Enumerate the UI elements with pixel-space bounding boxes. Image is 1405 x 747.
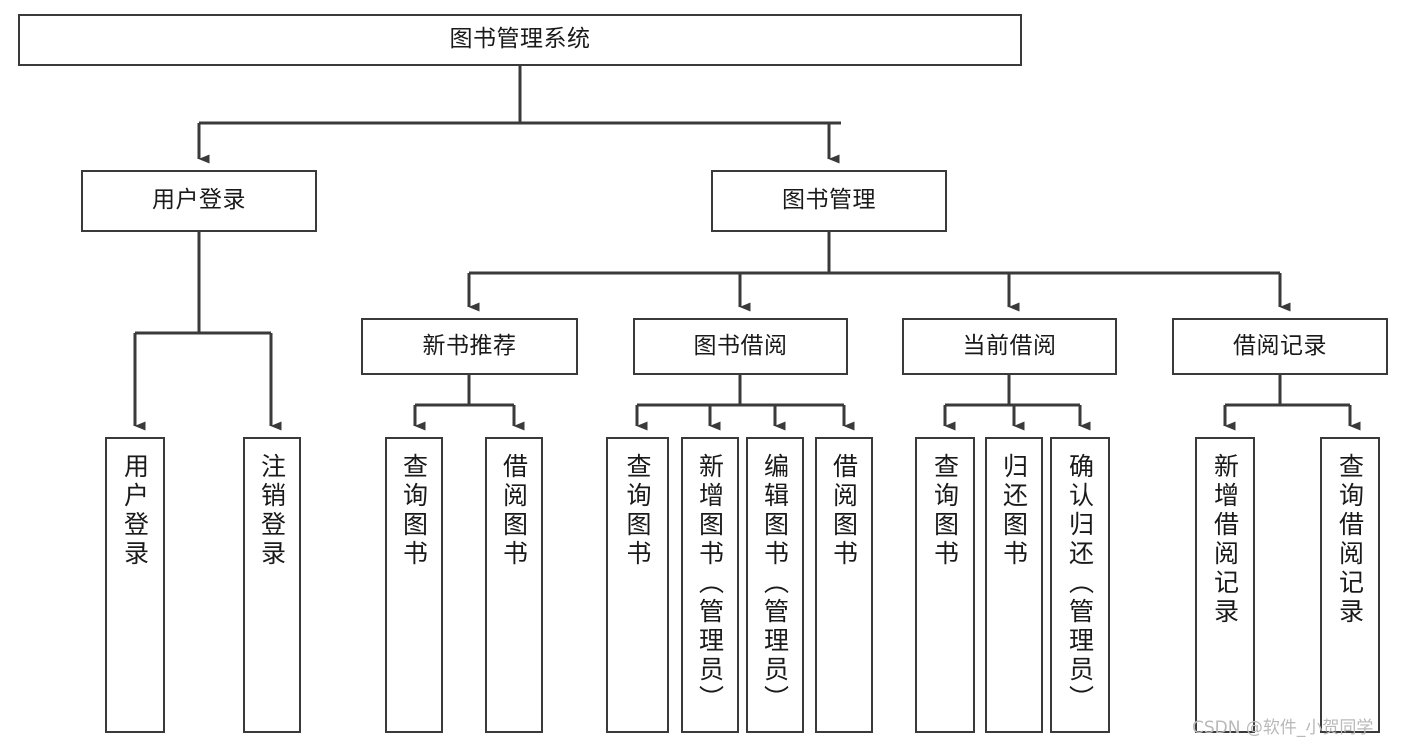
node-label: 新增图书（管理员） [695, 453, 725, 714]
node-label: 查询图书 [399, 453, 429, 569]
node-label: 确认归还（管理员） [1065, 453, 1095, 714]
node-book-management[interactable]: 图书管理 [711, 170, 947, 232]
node-label: 新书推荐 [422, 332, 517, 359]
node-user-login[interactable]: 用户登录 [81, 170, 317, 232]
node-leaf-return-book[interactable]: 归还图书 [985, 437, 1043, 733]
node-label: 查询借阅记录 [1335, 453, 1365, 627]
node-leaf-user-login[interactable]: 用户登录 [105, 437, 165, 733]
node-label: 查询图书 [623, 453, 652, 569]
node-label: 用户登录 [120, 453, 150, 569]
node-leaf-add-borrow-record[interactable]: 新增借阅记录 [1195, 437, 1255, 733]
node-label: 图书管理 [782, 187, 876, 214]
node-leaf-borrow-book-1[interactable]: 借阅图书 [485, 437, 543, 733]
node-new-book-recommend[interactable]: 新书推荐 [361, 318, 578, 375]
watermark-text: CSDN @软件_小贺同学 [1192, 718, 1374, 738]
node-label: 图书借阅 [693, 332, 788, 359]
node-label: 新增借阅记录 [1210, 453, 1240, 627]
node-borrow-record[interactable]: 借阅记录 [1172, 318, 1388, 375]
node-book-borrow[interactable]: 图书借阅 [633, 318, 848, 375]
node-leaf-edit-book-admin[interactable]: 编辑图书（管理员） [746, 437, 804, 733]
node-label: 当前借阅 [962, 332, 1057, 359]
node-label: 借阅图书 [829, 453, 859, 569]
node-label: 图书管理系统 [449, 26, 591, 53]
node-leaf-logout[interactable]: 注销登录 [243, 437, 301, 733]
node-leaf-borrow-book-2[interactable]: 借阅图书 [815, 437, 873, 733]
node-leaf-query-book-2[interactable]: 查询图书 [606, 437, 669, 733]
node-leaf-query-book-3[interactable]: 查询图书 [915, 437, 975, 733]
node-label: 查询图书 [930, 453, 960, 569]
node-label: 注销登录 [257, 453, 287, 569]
node-label: 编辑图书（管理员） [760, 453, 790, 714]
node-leaf-query-book-1[interactable]: 查询图书 [385, 437, 443, 733]
node-label: 用户登录 [152, 187, 246, 214]
node-leaf-query-borrow-record[interactable]: 查询借阅记录 [1320, 437, 1380, 733]
node-label: 借阅图书 [499, 453, 529, 569]
node-label: 借阅记录 [1233, 332, 1327, 359]
node-label: 归还图书 [999, 453, 1029, 569]
node-leaf-add-book-admin[interactable]: 新增图书（管理员） [681, 437, 739, 733]
node-root-system[interactable]: 图书管理系统 [18, 14, 1022, 66]
node-current-borrow[interactable]: 当前借阅 [902, 318, 1117, 375]
node-leaf-confirm-return-admin[interactable]: 确认归还（管理员） [1050, 437, 1110, 733]
